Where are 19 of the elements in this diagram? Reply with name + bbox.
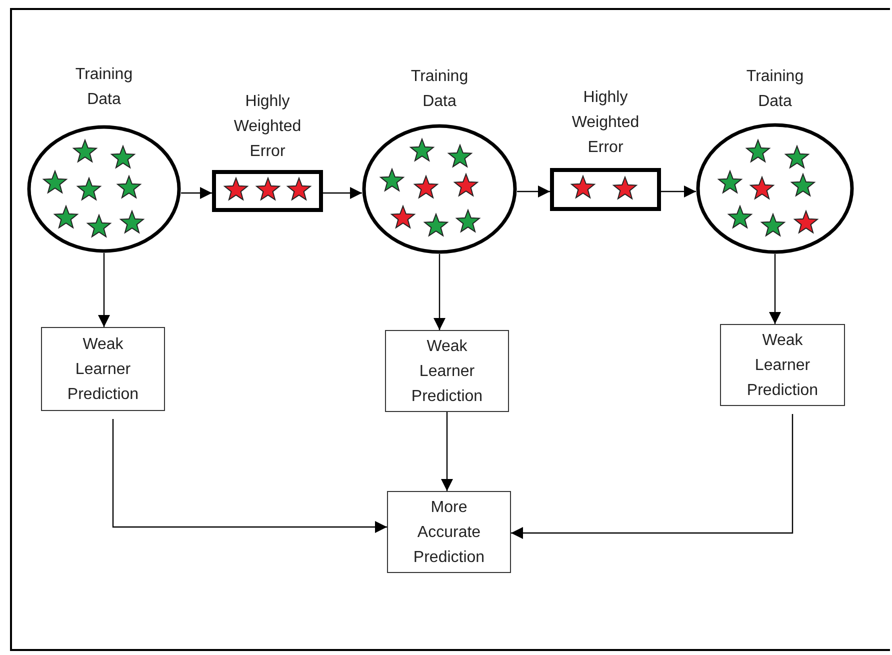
arrow [441,412,453,491]
process-box: Weak Learner Prediction [385,330,509,412]
arrow [517,186,550,198]
arrow [112,419,387,533]
arrow [181,187,212,199]
process-box: More Accurate Prediction [387,491,511,573]
process-box: Weak Learner Prediction [41,327,165,411]
arrow [434,254,446,330]
node-heading: Training Data [745,67,805,112]
node-heading: Highly Weighted Error [232,92,302,162]
arrow [661,186,696,198]
arrow [769,254,781,324]
process-box: Weak Learner Prediction [720,324,845,406]
node-heading: Training Data [410,67,470,112]
arrow [323,187,362,199]
node-heading: Highly Weighted Error [570,88,640,158]
node-heading: Training Data [74,65,134,110]
arrow [511,414,794,539]
arrow [98,253,110,327]
